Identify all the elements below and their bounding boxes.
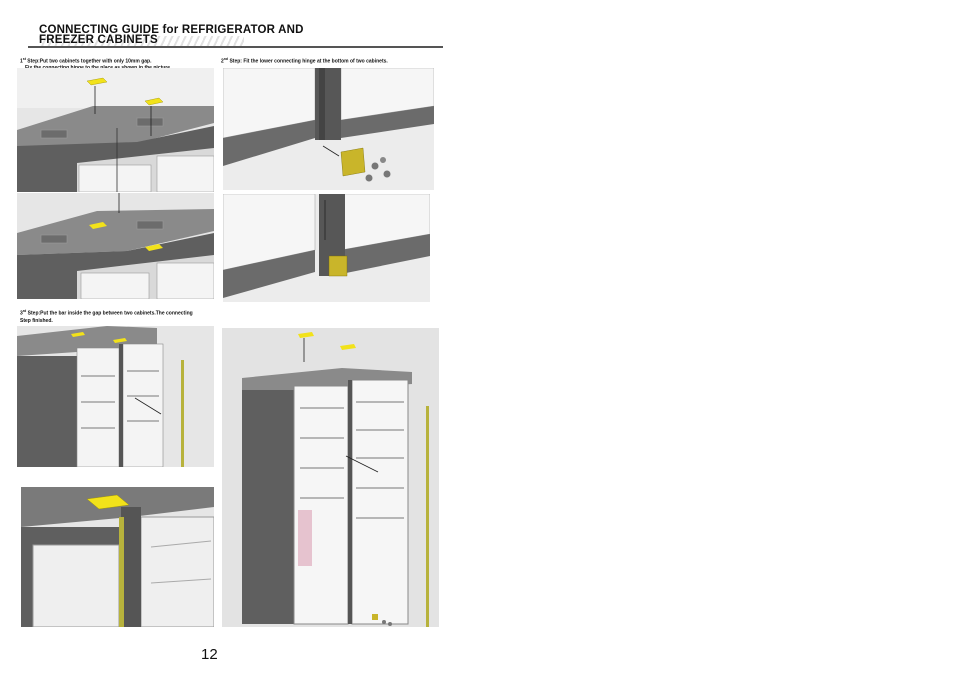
title-decoration: [39, 36, 244, 46]
page-number: 12: [201, 646, 218, 663]
step1-caption: 1st Step:Put two cabinets together with …: [20, 57, 172, 71]
figure-step1-placed: [17, 193, 214, 299]
figure-step2-placed: [223, 194, 430, 302]
page-subtitle: FREEZER CABINETS: [39, 34, 158, 46]
figure-finished: [222, 328, 439, 627]
step3-caption: 3rd Step:Put the bar inside the gap betw…: [20, 309, 193, 317]
step2-caption: 2nd Step: Fit the lower connecting hinge…: [221, 57, 388, 65]
figure-step3-closeup: [21, 487, 214, 627]
page-title: CONNECTING GUIDE for REFRIGERATOR AND: [39, 24, 304, 36]
figure-step2-exploded: [223, 68, 434, 190]
step-finished-caption: Step finished.: [20, 318, 53, 324]
figure-step1-top: [17, 68, 214, 192]
figure-step3-bar: [17, 326, 214, 467]
title-rule: [28, 46, 443, 48]
